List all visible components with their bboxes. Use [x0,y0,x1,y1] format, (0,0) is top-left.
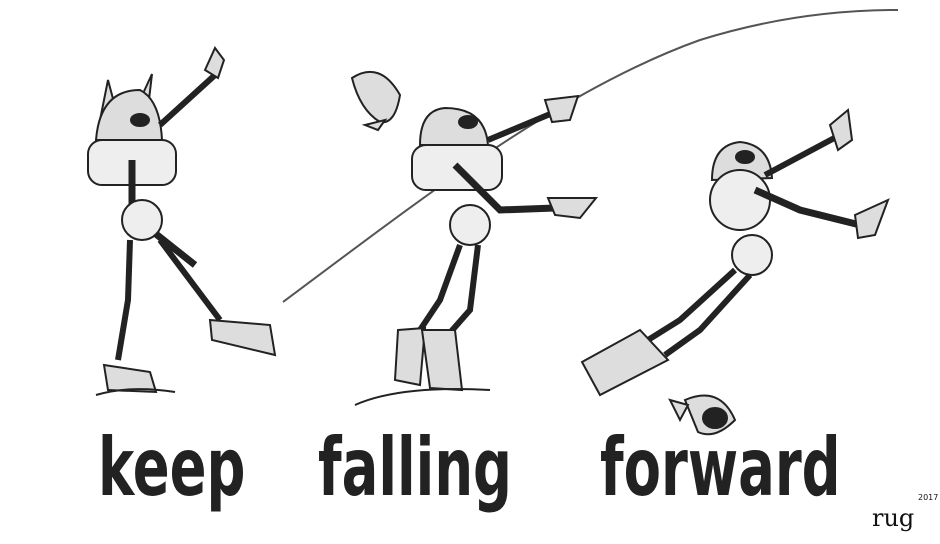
robot-falling [580,108,890,397]
robot-standing [87,46,277,396]
trajectory-curve [282,9,899,303]
artist-signature: rug [872,504,915,532]
helmet-fallen [668,394,737,436]
caption-word-falling: falling [318,421,512,514]
robot-stumbling [354,94,599,406]
caption-word-keep: keep [98,421,246,514]
caption-word-forward: forward [600,421,841,514]
helmet-flying [350,70,402,132]
signature-year: 2017 [918,493,939,502]
